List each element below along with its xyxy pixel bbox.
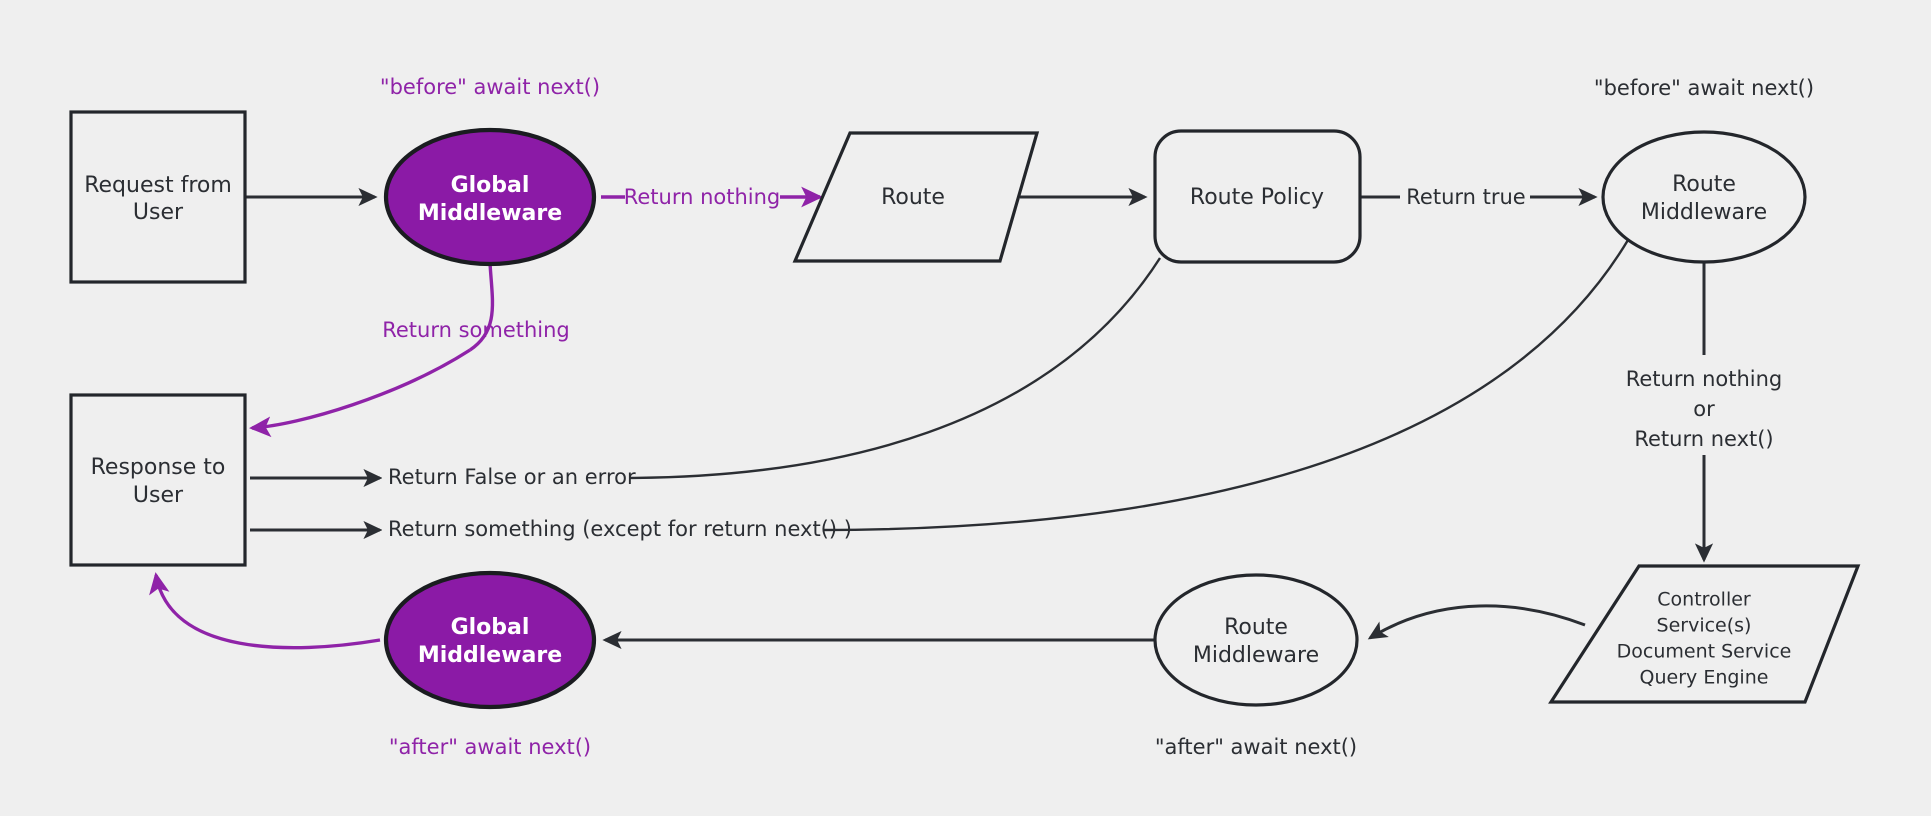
global-middleware-top-label-line1: Global xyxy=(451,173,530,198)
edge-controller-to-route-mw-bottom xyxy=(1367,604,1586,640)
route-middleware-bottom-label-line2: Middleware xyxy=(1193,643,1319,668)
edge-label-return-nothing-or-next-line3: Return next() xyxy=(1634,427,1773,451)
node-route-middleware-top[interactable]: Route Middleware xyxy=(1601,130,1807,264)
edge-label-return-something-except: Return something (except for return next… xyxy=(388,517,852,541)
route-label: Route xyxy=(881,185,945,210)
route-policy-label: Route Policy xyxy=(1190,185,1324,210)
note-after-await-next-right: "after" await next() xyxy=(1155,735,1357,759)
edge-global-mw-return-something-stub xyxy=(469,262,495,352)
route-middleware-bottom-ellipse xyxy=(1153,573,1359,707)
node-route-policy[interactable]: Route Policy xyxy=(1153,129,1362,264)
node-controller-services[interactable]: Controller Service(s) Document Service Q… xyxy=(1548,564,1861,704)
node-global-middleware-bottom[interactable]: Global Middleware xyxy=(383,570,597,710)
global-middleware-top-ellipse xyxy=(383,127,597,267)
note-before-await-next-right: "before" await next() xyxy=(1594,76,1814,100)
route-middleware-top-label-line1: Route xyxy=(1672,172,1736,197)
global-middleware-top-label-line2: Middleware xyxy=(418,201,562,226)
edge-label-return-something-except-bg xyxy=(382,516,824,544)
global-middleware-bottom-ellipse xyxy=(383,570,597,710)
controller-label-line1: Controller xyxy=(1657,589,1751,611)
request-from-user-label-line2: User xyxy=(133,200,184,225)
global-middleware-bottom-label-line1: Global xyxy=(451,615,530,640)
edge-label-return-true: Return true xyxy=(1406,185,1525,209)
route-middleware-top-ellipse xyxy=(1601,130,1807,264)
route-middleware-bottom-label-line1: Route xyxy=(1224,615,1288,640)
node-response-to-user[interactable]: Response to User xyxy=(69,393,247,567)
edge-label-return-false-bg xyxy=(382,464,630,492)
edge-global-mw-bottom-to-response xyxy=(149,572,381,650)
edge-label-return-false-or-error: Return False or an error xyxy=(388,465,636,489)
edge-global-mw-to-response-purple xyxy=(249,348,471,438)
route-middleware-top-label-line2: Middleware xyxy=(1641,200,1767,225)
route-parallelogram xyxy=(792,131,1040,263)
response-to-user-label-line2: User xyxy=(133,483,184,508)
response-to-user-box xyxy=(69,393,247,567)
global-middleware-bottom-label-line2: Middleware xyxy=(418,643,562,668)
request-from-user-box xyxy=(69,110,247,284)
route-policy-box xyxy=(1153,129,1362,264)
node-request-from-user[interactable]: Request from User xyxy=(69,110,247,284)
node-route-middleware-bottom[interactable]: Route Middleware xyxy=(1153,573,1359,707)
note-before-await-next-left: "before" await next() xyxy=(380,75,600,99)
controller-label-line3: Document Service xyxy=(1617,641,1792,663)
controller-parallelogram xyxy=(1548,564,1861,704)
response-to-user-label-line1: Response to xyxy=(91,455,226,480)
node-global-middleware-top[interactable]: Global Middleware xyxy=(383,127,597,267)
edge-label-return-something: Return something xyxy=(382,318,570,342)
edge-route-policy-to-response xyxy=(385,257,1162,480)
note-after-await-next-left: "after" await next() xyxy=(389,735,591,759)
edge-label-return-nothing-or-next-line1: Return nothing xyxy=(1626,367,1783,391)
edge-route-mw-to-response xyxy=(385,239,1630,532)
controller-label-line4: Query Engine xyxy=(1640,667,1769,689)
edge-label-return-nothing: Return nothing xyxy=(624,185,781,209)
edge-label-return-nothing-or-next-line2: or xyxy=(1693,397,1715,421)
controller-label-line2: Service(s) xyxy=(1657,615,1752,637)
request-from-user-label-line1: Request from xyxy=(84,173,232,198)
node-route[interactable]: Route xyxy=(792,131,1040,263)
